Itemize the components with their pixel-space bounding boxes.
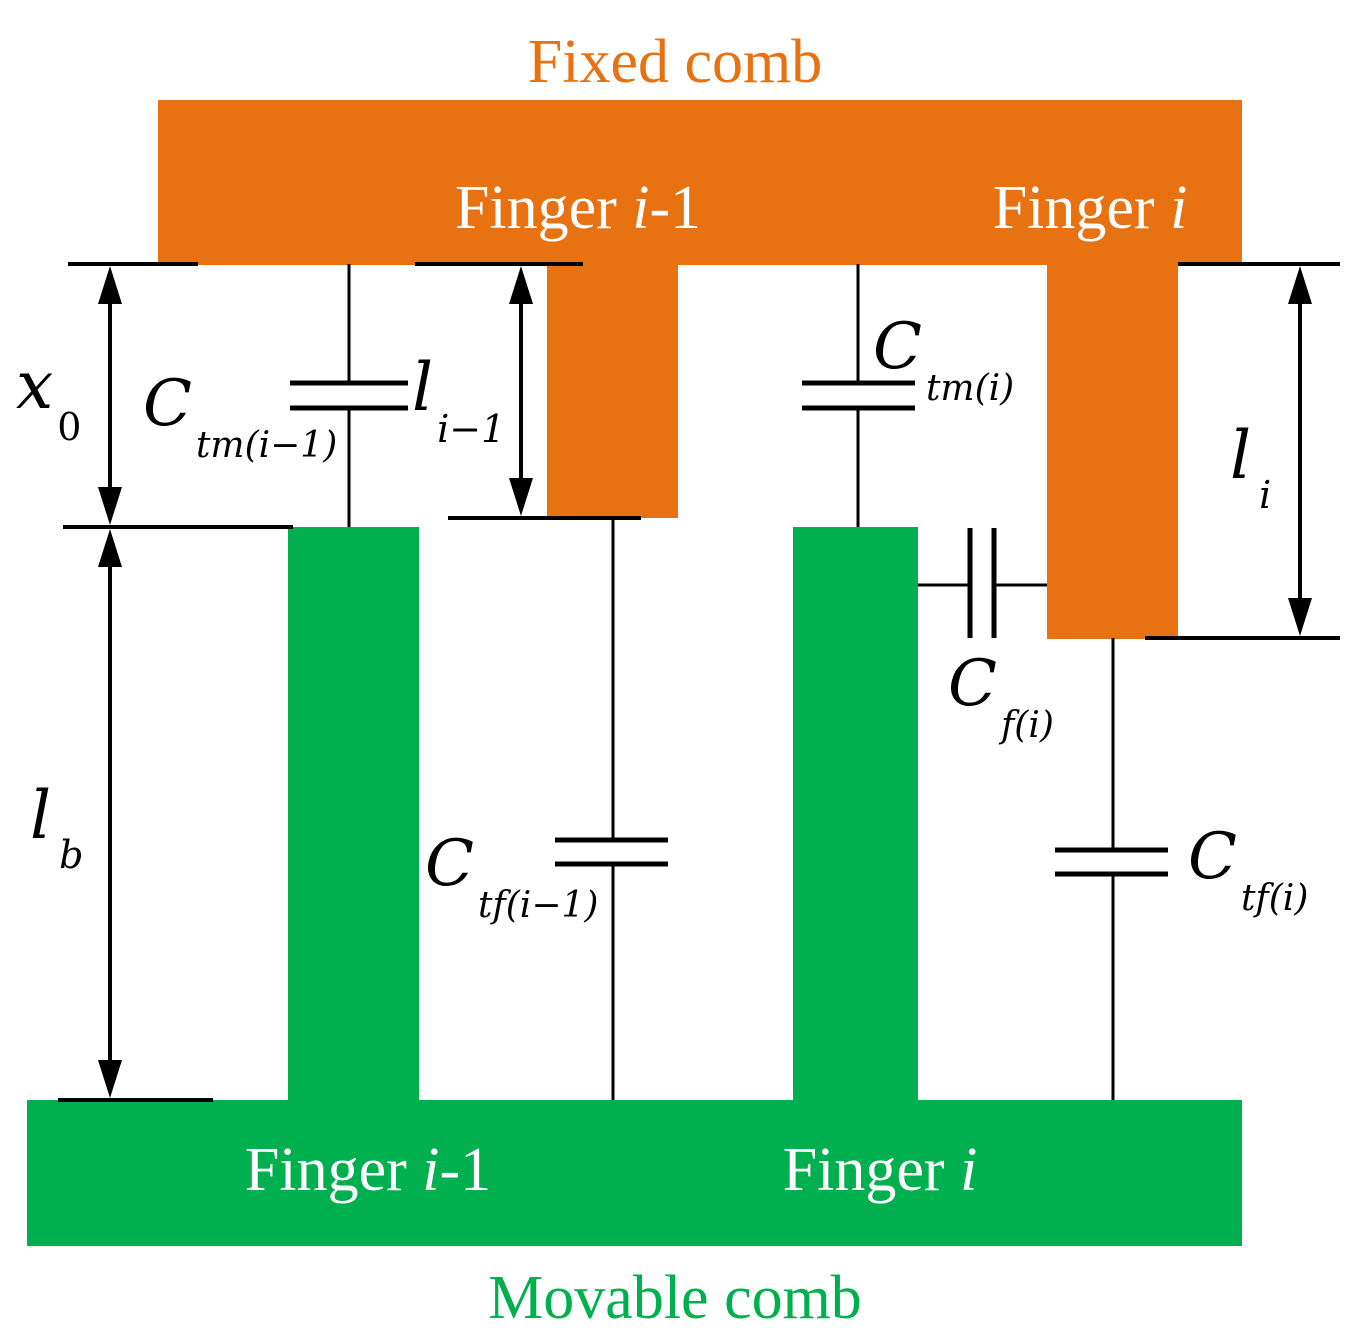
fixed-comb-title: Fixed comb <box>528 28 822 96</box>
l-prev-label: li−1 <box>412 349 505 451</box>
ctm-prev-label: Ctm(i−1) <box>143 367 337 466</box>
x0-dimension-arrow <box>98 266 122 525</box>
movable-comb-title: Movable comb <box>488 1264 862 1332</box>
l-curr-dimension-arrow <box>1288 266 1312 636</box>
capacitor-ctm-curr <box>802 264 915 527</box>
movable-finger-curr <box>793 527 918 1104</box>
reference-lines <box>58 262 1340 1102</box>
cf-curr-label: Cf(i) <box>948 647 1054 746</box>
ctm-curr-label: Ctm(i) <box>873 310 1014 409</box>
movable-comb-base <box>27 1100 1242 1246</box>
ctf-curr-label: Ctf(i) <box>1188 820 1308 919</box>
lb-label: lb <box>30 777 83 877</box>
ctf-prev-label: Ctf(i−1) <box>425 827 598 926</box>
fixed-comb-base <box>158 100 1242 265</box>
capacitor-ctf-prev <box>555 518 668 1100</box>
fixed-comb <box>158 100 1242 639</box>
l-prev-dimension-arrow <box>509 266 533 516</box>
fixed-finger-prev-label: Finger i-1 <box>455 174 701 242</box>
capacitor-ctf-curr <box>1055 638 1168 1100</box>
x0-label: x0 <box>16 347 81 449</box>
l-curr-label: li <box>1230 417 1271 517</box>
lb-dimension-arrow <box>98 529 122 1098</box>
movable-comb <box>27 527 1242 1246</box>
movable-finger-curr-label: Finger i <box>783 1136 978 1204</box>
movable-finger-prev <box>288 527 419 1104</box>
capacitor-cf-curr <box>918 528 1047 638</box>
fixed-finger-curr <box>1047 262 1178 639</box>
movable-finger-prev-label: Finger i-1 <box>245 1136 491 1204</box>
fixed-finger-prev <box>547 262 678 518</box>
dimension-arrows <box>98 266 1312 1098</box>
fixed-finger-curr-label: Finger i <box>993 174 1188 242</box>
capacitor-ctm-prev <box>290 264 408 527</box>
